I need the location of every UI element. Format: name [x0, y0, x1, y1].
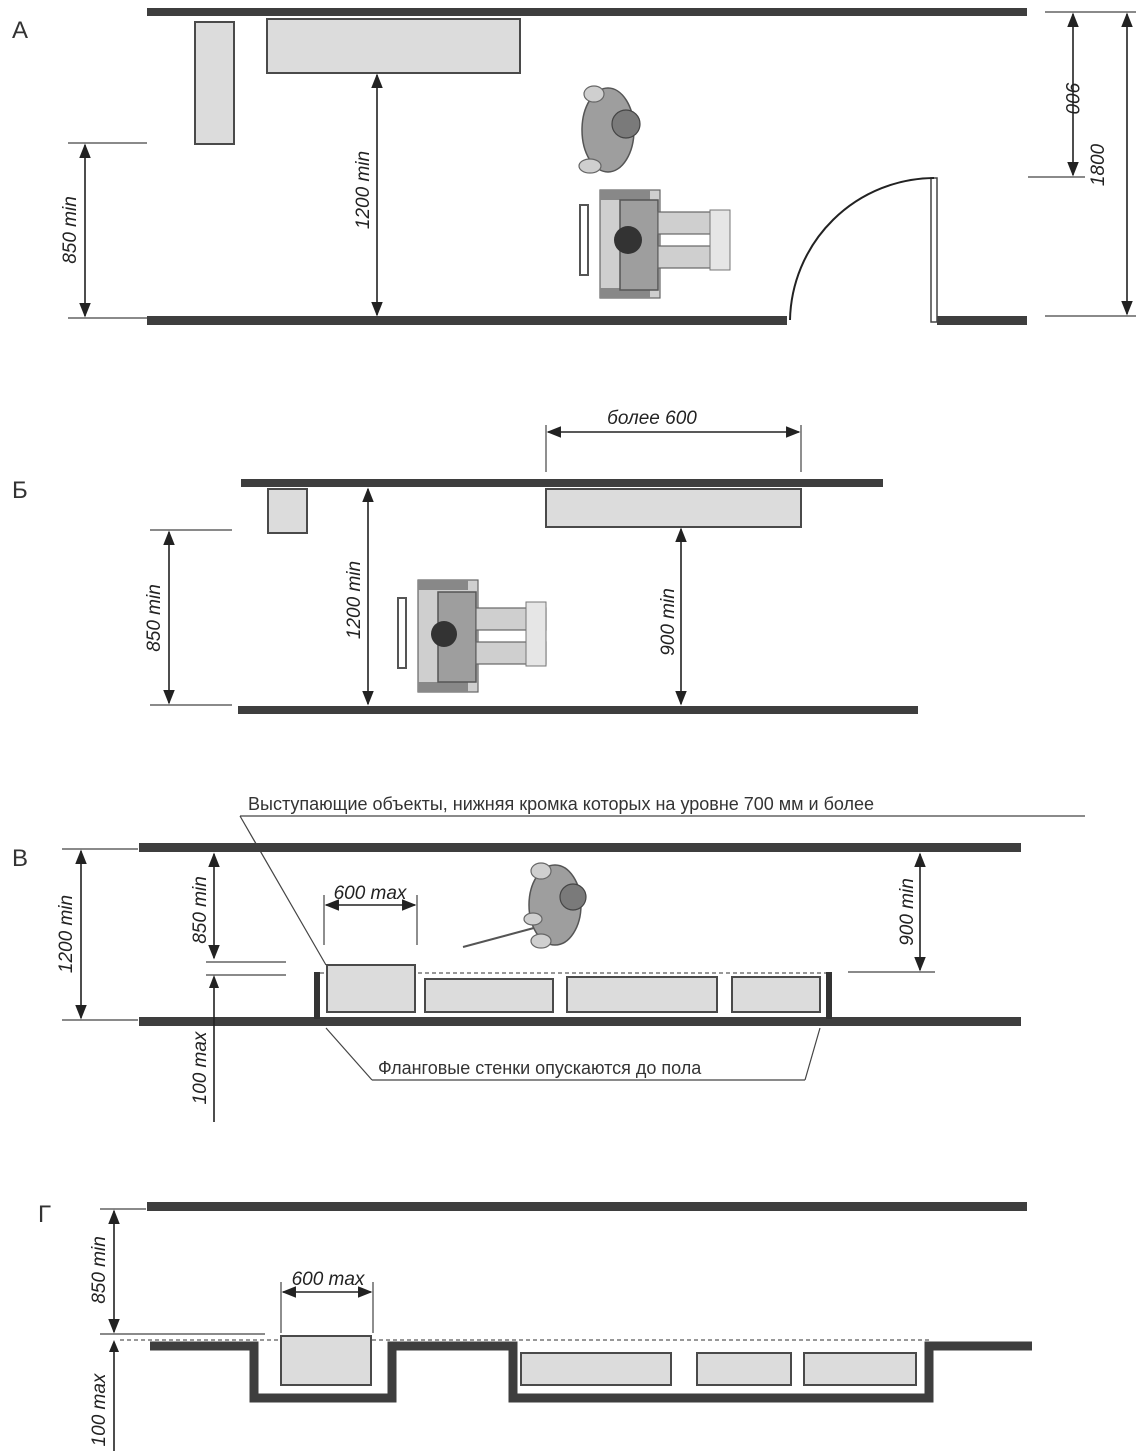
- wall-top: [147, 1202, 1027, 1211]
- dim-label: более 600: [607, 408, 697, 429]
- protruding-object: [566, 976, 718, 1013]
- walking-person-icon: [578, 85, 641, 174]
- wall-bottom: [139, 1017, 1021, 1026]
- wall-top: [147, 8, 1027, 16]
- leader-line: [239, 815, 327, 966]
- dim-label: 100 max: [89, 1372, 110, 1446]
- wall-bottom: [238, 706, 918, 714]
- dim-arrow: [109, 1340, 119, 1352]
- dim-label: 900 min: [897, 878, 918, 946]
- note-protruding: Выступающие объекты, нижняя кромка котор…: [248, 794, 874, 814]
- dim-arrow: [209, 975, 219, 988]
- protruding-object: [731, 976, 821, 1013]
- furniture-counter: [266, 18, 521, 74]
- furniture-cabinet: [194, 21, 235, 145]
- dim-label: 600 max: [334, 883, 408, 904]
- section-a: А 850 min 1200 min 900 1800: [12, 8, 1136, 325]
- dim-label: 900: [1061, 82, 1082, 114]
- door-leaf: [930, 177, 938, 323]
- furniture-small: [267, 488, 308, 534]
- dim-label: 1200 min: [353, 151, 374, 229]
- flank-wall-left: [314, 972, 320, 1019]
- leader-line: [325, 1027, 373, 1081]
- dim-label: 600 max: [292, 1269, 366, 1290]
- furniture-counter: [545, 488, 802, 528]
- recessed-object: [696, 1352, 792, 1386]
- protruding-object: [326, 964, 416, 1013]
- dim-label: 850 min: [89, 1236, 110, 1304]
- wheelchair-user-icon: [579, 189, 731, 299]
- wall-bottom-with-niches: [150, 1341, 1032, 1403]
- section-b-letter: Б: [12, 477, 28, 504]
- section-g-letter: Г: [38, 1201, 51, 1228]
- dim-label: 1200 min: [56, 895, 77, 973]
- recessed-object: [520, 1352, 672, 1386]
- wall-bottom-left: [147, 316, 787, 325]
- note-flank: Фланговые стенки опускаются до пола: [378, 1058, 702, 1078]
- section-v-letter: В: [12, 845, 28, 872]
- dim-label: 850 min: [190, 876, 211, 944]
- wall-top: [139, 843, 1021, 852]
- dim-label: 1800: [1088, 143, 1109, 186]
- dim-label: 850 min: [60, 196, 81, 264]
- wall-top: [241, 479, 883, 487]
- section-a-letter: А: [12, 17, 28, 44]
- door-swing-arc: [789, 177, 935, 321]
- dim-label: 1200 min: [344, 561, 365, 639]
- section-g: Г 600 max 850 min 100 max: [38, 1201, 1032, 1451]
- flank-wall-right: [826, 972, 832, 1019]
- protruding-object: [424, 978, 554, 1013]
- recessed-object: [280, 1335, 372, 1386]
- blind-person-with-cane-icon: [462, 862, 587, 949]
- leader-line: [804, 1027, 821, 1081]
- dim-label: 100 max: [190, 1030, 211, 1104]
- wheelchair-user-icon: [397, 579, 547, 693]
- section-v: В Выступающие объекты, нижняя кромка кот…: [12, 794, 1085, 1122]
- section-b: Б более 600 850 min 1200 min 900 min: [12, 408, 918, 714]
- dim-label: 900 min: [658, 588, 679, 656]
- wall-bottom-right: [937, 316, 1027, 325]
- recessed-object: [803, 1352, 917, 1386]
- dim-label: 850 min: [144, 584, 165, 652]
